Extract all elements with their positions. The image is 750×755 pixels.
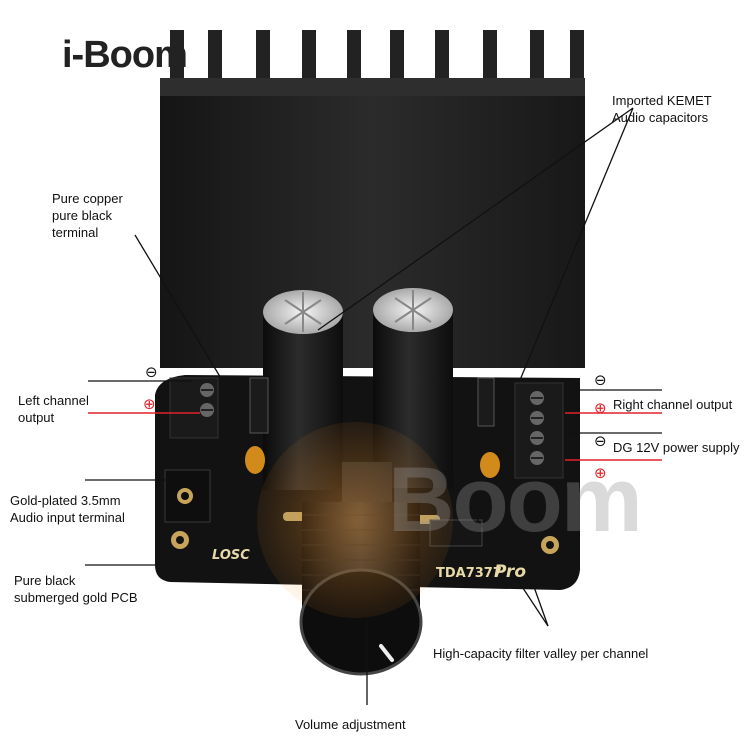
label-copper-terminal: Pure copper pure black terminal bbox=[52, 191, 123, 240]
label-pcb: Pure black submerged gold PCB bbox=[14, 573, 138, 605]
plus-icon: ⊕ bbox=[143, 395, 156, 413]
polarity-symbols: ⊖ ⊕ ⊖ ⊕ ⊖ ⊕ bbox=[143, 363, 607, 482]
label-left-channel-output: Left channel output bbox=[18, 393, 89, 425]
callout-lines bbox=[85, 107, 662, 705]
label-audio-input: Gold-plated 3.5mm Audio input terminal bbox=[10, 493, 125, 525]
label-kemet-capacitors: Imported KEMET Audio capacitors bbox=[612, 93, 712, 125]
label-filter-capacitors: High-capacity filter valley per channel bbox=[433, 646, 649, 661]
heatsink bbox=[160, 30, 585, 368]
minus-icon: ⊖ bbox=[594, 371, 607, 389]
minus-icon: ⊖ bbox=[594, 432, 607, 450]
audio-jack bbox=[164, 469, 211, 523]
label-power-supply: DG 12V power supply bbox=[613, 440, 740, 455]
left-terminal-block bbox=[169, 377, 219, 439]
minus-icon: ⊖ bbox=[145, 363, 158, 381]
right-terminal-block bbox=[514, 382, 564, 479]
callout-lines-red bbox=[88, 412, 662, 461]
watermark-circle bbox=[257, 422, 453, 618]
pcb-silk-model: TDA7377 bbox=[436, 566, 502, 581]
label-volume-adjustment: Volume adjustment bbox=[295, 717, 406, 732]
small-capacitors bbox=[245, 377, 500, 478]
label-right-channel-output: Right channel output bbox=[613, 397, 733, 412]
brand-logo-text: i-Boom bbox=[62, 34, 188, 76]
pcb-silk-pro: Pro bbox=[494, 562, 526, 582]
plus-icon: ⊕ bbox=[594, 399, 607, 417]
watermark-text: Boom bbox=[388, 449, 643, 551]
plus-icon: ⊕ bbox=[594, 464, 607, 482]
pcb-silk-left: LOSC bbox=[212, 548, 250, 563]
